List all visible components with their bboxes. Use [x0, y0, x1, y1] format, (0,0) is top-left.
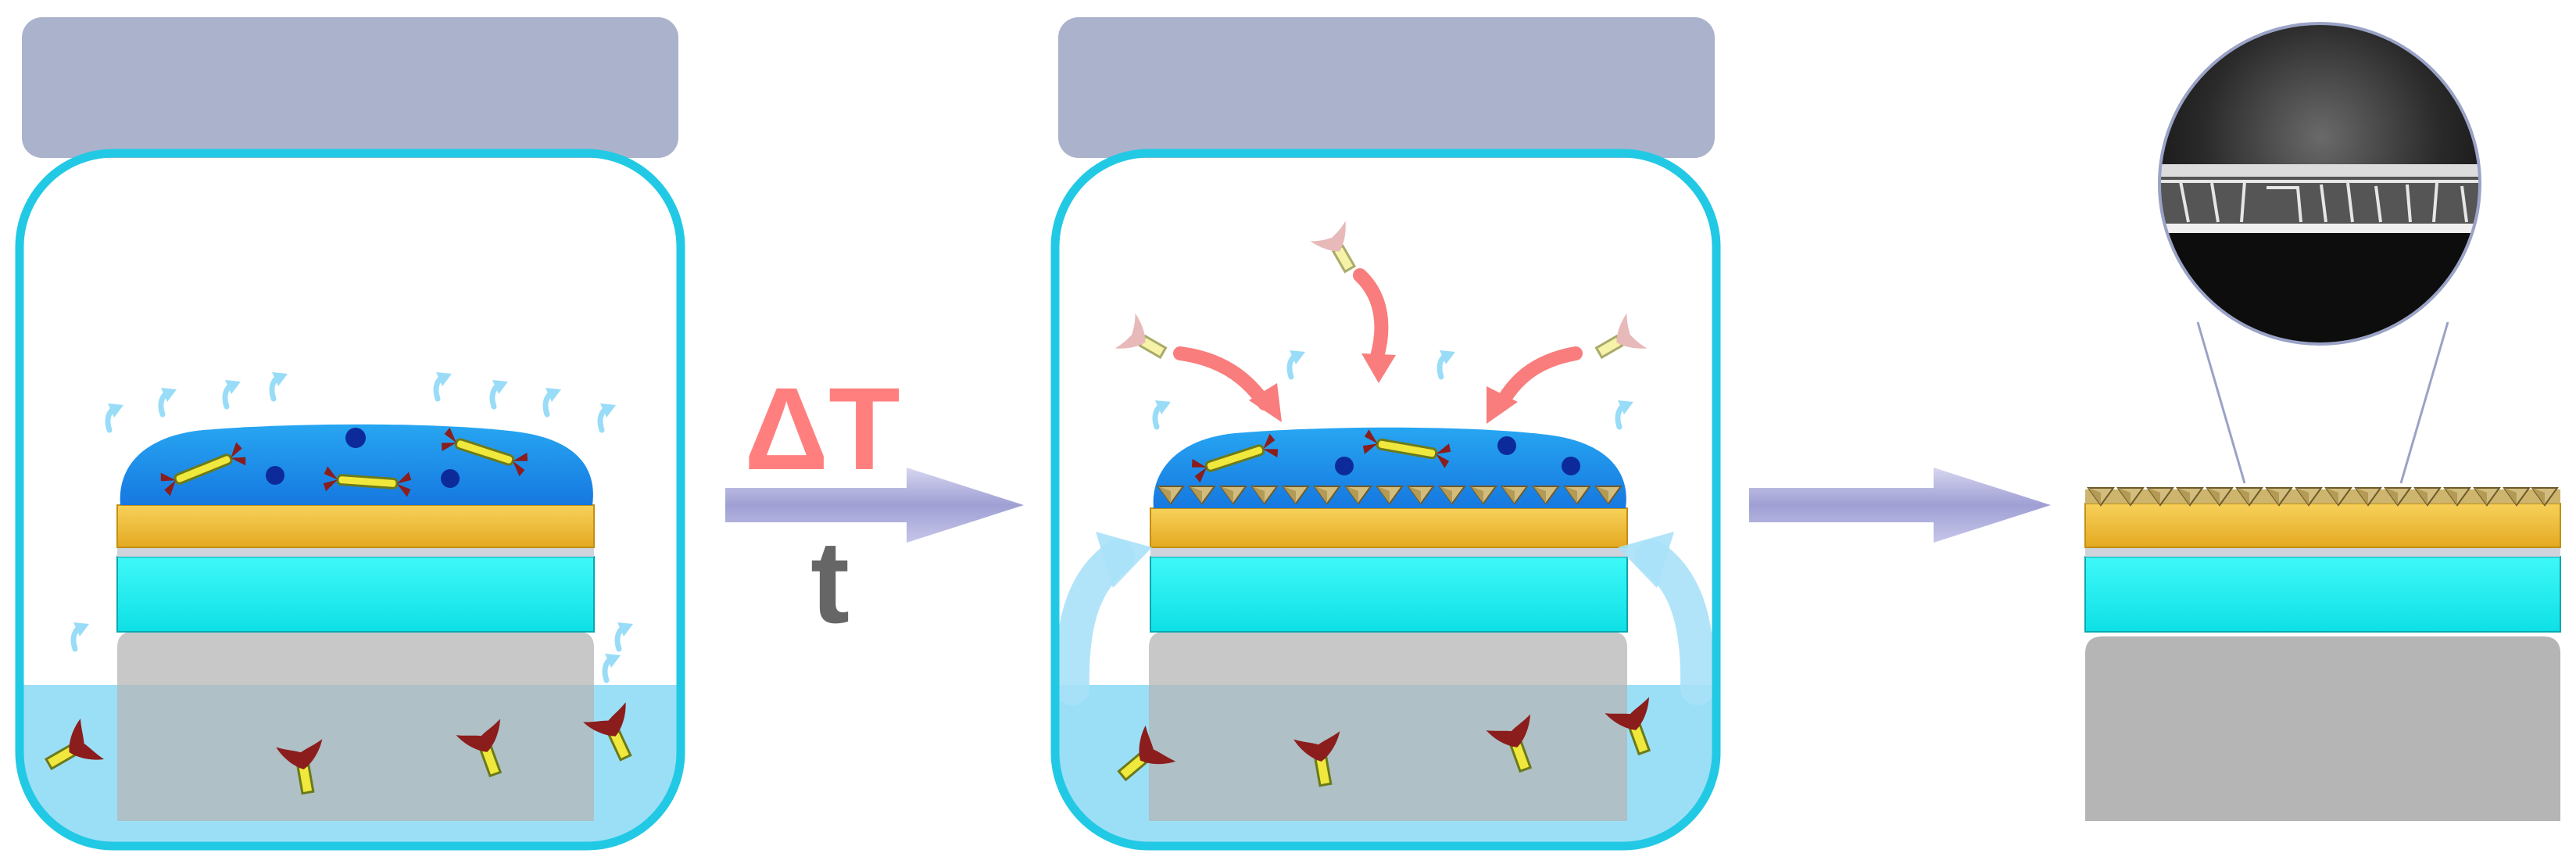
substrate-gold-layer: [2084, 503, 2561, 548]
crystal-film: [2085, 487, 2560, 506]
substrate-gold-layer: [1150, 507, 1628, 548]
red-arrow-2: [1353, 268, 1389, 364]
time-label: t: [810, 516, 850, 647]
jar-outline: [1050, 149, 1721, 851]
jar-lid-icon: [22, 17, 678, 158]
panel-initial: [15, 17, 685, 851]
panel-result: [2084, 22, 2561, 821]
panel-heating: [1050, 17, 1721, 851]
substrate-cyan-layer: [116, 556, 595, 633]
jar-lid-icon: [1058, 17, 1715, 158]
process-arrow-2: [1749, 468, 2051, 543]
red-arrow-3: [1494, 346, 1583, 412]
zoom-line-right: [2399, 321, 2449, 484]
substrate-separator: [117, 547, 594, 557]
sem-image: [2159, 23, 2480, 344]
substrate-gold-layer: [116, 504, 595, 548]
stage-block: [2085, 636, 2560, 821]
process-arrow-1: [725, 468, 1024, 543]
stage-block: [117, 632, 594, 821]
sem-image-border: [2158, 22, 2481, 346]
stage-block: [1149, 632, 1627, 821]
substrate-separator: [2085, 547, 2560, 557]
arrow-heating: ΔT t: [725, 363, 1024, 647]
substrate-separator: [1150, 547, 1627, 557]
substrate-cyan-layer: [2084, 556, 2561, 633]
jar-outline: [15, 149, 685, 851]
red-arrow-1: [1173, 346, 1272, 410]
substrate-cyan-layer: [1150, 556, 1628, 633]
zoom-line-left: [2196, 321, 2246, 484]
delta-t-label: ΔT: [744, 363, 900, 494]
